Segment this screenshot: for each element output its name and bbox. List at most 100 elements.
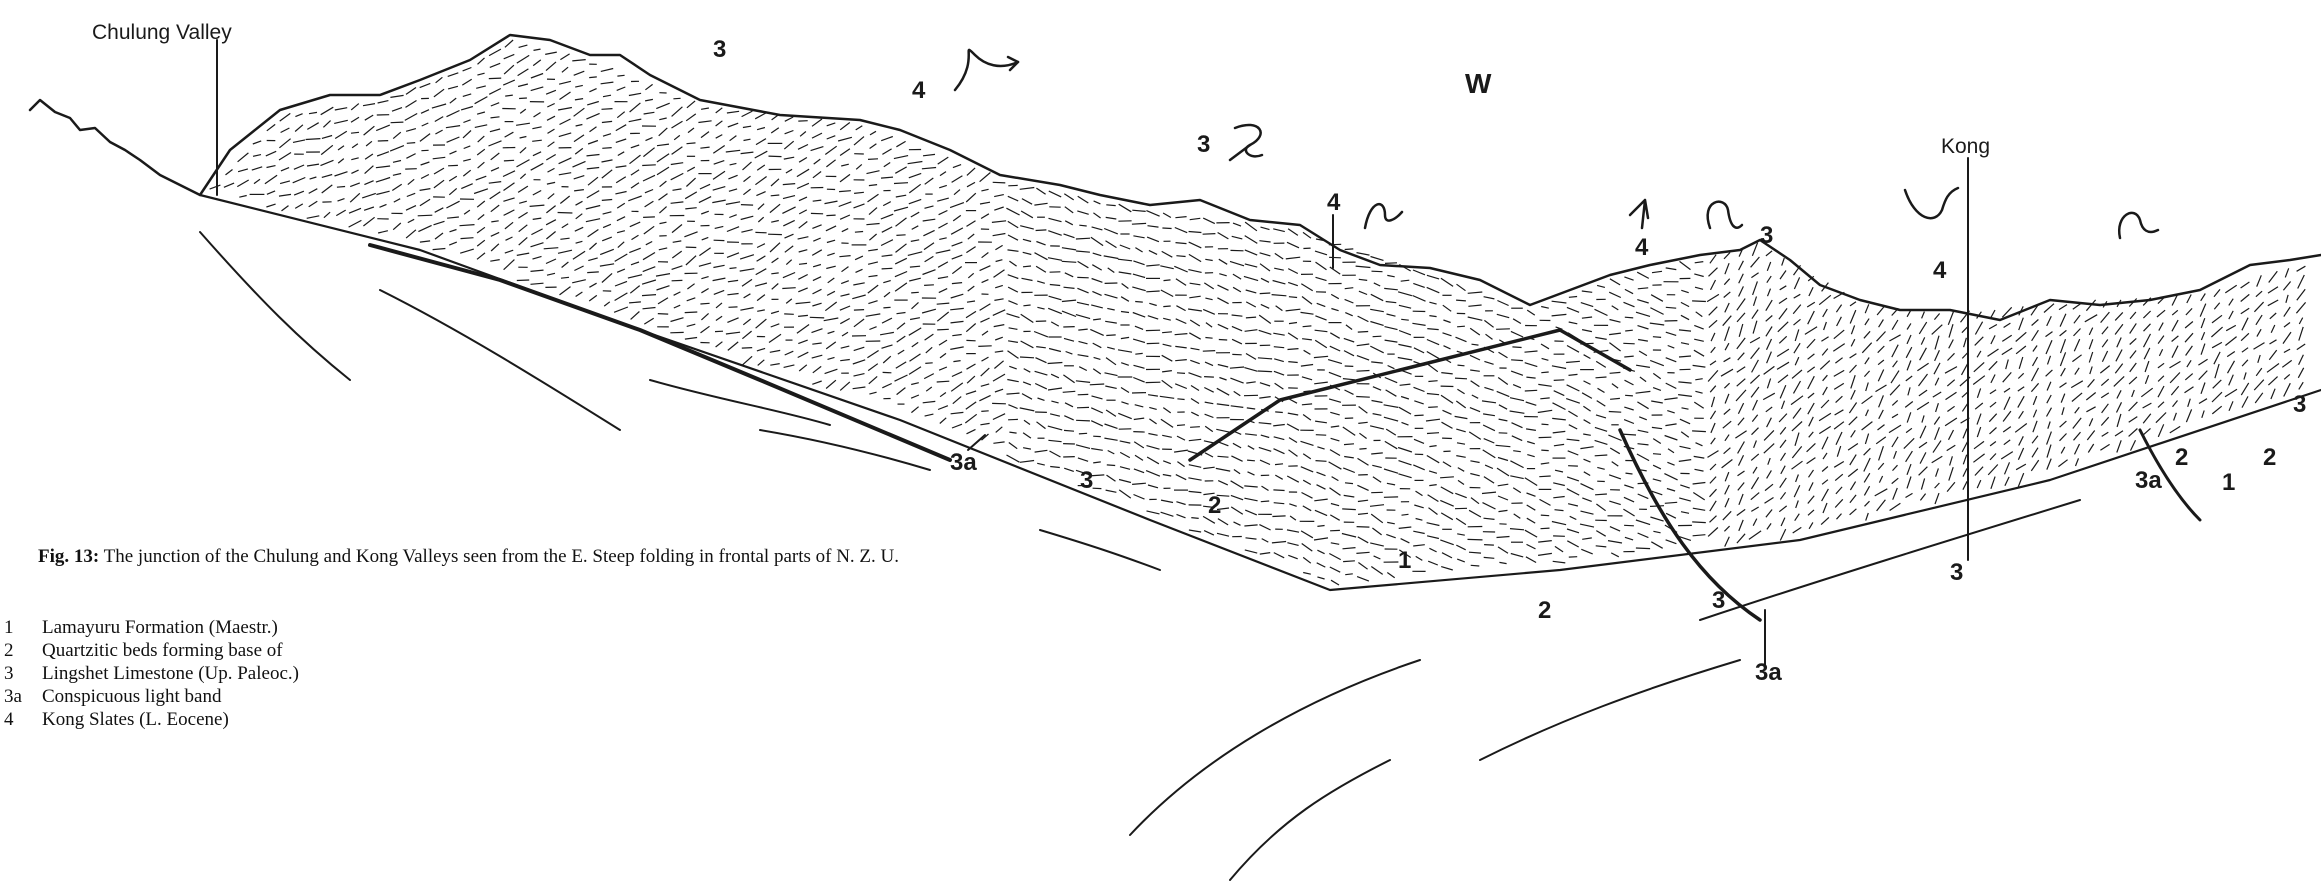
bedding-stroke bbox=[589, 126, 597, 133]
bedding-stroke bbox=[2157, 362, 2165, 369]
bedding-stroke bbox=[1496, 535, 1510, 539]
bedding-stroke bbox=[530, 162, 544, 171]
bedding-stroke bbox=[1288, 361, 1298, 364]
bedding-stroke bbox=[2253, 301, 2265, 313]
bedding-stroke bbox=[1665, 331, 1677, 336]
bedding-stroke bbox=[812, 365, 822, 374]
bedding-stroke bbox=[911, 291, 919, 294]
bedding-stroke bbox=[1973, 440, 1985, 450]
bedding-stroke bbox=[390, 94, 404, 98]
bedding-stroke bbox=[575, 123, 583, 127]
bedding-stroke bbox=[992, 181, 1006, 184]
bedding-stroke bbox=[642, 306, 656, 310]
bedding-stroke bbox=[575, 240, 583, 244]
bedding-stroke bbox=[1724, 326, 1730, 341]
bedding-stroke bbox=[995, 284, 1003, 289]
bedding-stroke bbox=[575, 291, 583, 298]
bedding-stroke bbox=[700, 312, 710, 321]
bedding-stroke bbox=[713, 160, 725, 165]
bedding-stroke bbox=[2241, 396, 2249, 408]
bedding-stroke bbox=[964, 413, 978, 424]
bedding-stroke bbox=[2225, 324, 2237, 332]
bedding-stroke bbox=[1175, 345, 1187, 349]
bedding-stroke bbox=[2254, 392, 2264, 404]
bedding-stroke bbox=[1035, 265, 1047, 273]
bedding-stroke bbox=[1091, 395, 1103, 400]
bedding-stroke bbox=[883, 306, 891, 309]
bedding-stroke bbox=[1191, 411, 1199, 417]
bedding-stroke bbox=[1820, 399, 1830, 409]
bedding-stroke bbox=[1133, 441, 1145, 449]
bedding-stroke bbox=[925, 386, 933, 392]
bedding-stroke bbox=[2101, 339, 2109, 348]
bedding-stroke bbox=[1905, 492, 1913, 499]
legend-key: 3a bbox=[4, 686, 22, 707]
bedding-stroke bbox=[1946, 379, 1956, 387]
bedding-stroke bbox=[2074, 406, 2080, 414]
bedding-stroke bbox=[1737, 454, 1745, 466]
bedding-stroke bbox=[924, 177, 934, 185]
bedding-stroke bbox=[1821, 336, 1829, 342]
bedding-stroke bbox=[1635, 519, 1651, 526]
bedding-stroke bbox=[2017, 386, 2025, 392]
bedding-stroke bbox=[1384, 339, 1398, 343]
bedding-stroke bbox=[1456, 428, 1466, 433]
bedding-stroke bbox=[1664, 397, 1678, 401]
bedding-stroke bbox=[2268, 349, 2278, 361]
bedding-stroke bbox=[966, 246, 976, 254]
bedding-stroke bbox=[939, 352, 947, 359]
bedding-stroke bbox=[1776, 361, 1790, 370]
bedding-stroke bbox=[869, 233, 877, 241]
bedding-stroke bbox=[1415, 490, 1423, 497]
bedding-stroke bbox=[994, 206, 1004, 211]
bedding-stroke bbox=[754, 282, 768, 287]
bedding-stroke bbox=[1428, 406, 1438, 408]
bedding-stroke bbox=[1779, 452, 1787, 462]
bedding-stroke bbox=[225, 169, 233, 176]
bedding-stroke bbox=[740, 215, 754, 221]
bedding-stroke bbox=[2157, 375, 2165, 382]
bedding-stroke bbox=[1795, 474, 1799, 483]
bedding-stroke bbox=[1189, 332, 1201, 340]
bedding-stroke bbox=[1357, 457, 1369, 466]
bedding-stroke bbox=[308, 188, 318, 194]
bedding-stroke bbox=[937, 405, 949, 411]
bedding-stroke bbox=[1077, 260, 1089, 269]
bedding-stroke bbox=[1537, 409, 1553, 414]
bedding-stroke bbox=[853, 309, 865, 311]
bedding-stroke bbox=[1551, 300, 1567, 304]
bedding-stroke bbox=[1343, 350, 1355, 357]
bedding-stroke bbox=[841, 163, 849, 167]
bedding-stroke bbox=[1146, 210, 1160, 217]
bedding-stroke bbox=[519, 135, 527, 139]
bedding-stroke bbox=[1413, 282, 1425, 288]
bedding-stroke bbox=[1343, 494, 1355, 498]
unit-label-2-left: 2 bbox=[1208, 492, 1221, 519]
unit-label-3-right: 3 bbox=[1760, 222, 1773, 249]
bedding-stroke bbox=[1948, 467, 1954, 481]
bedding-stroke bbox=[1076, 419, 1090, 422]
bedding-stroke bbox=[1878, 446, 1884, 461]
bedding-stroke bbox=[586, 153, 600, 157]
bedding-stroke bbox=[1932, 440, 1942, 453]
bedding-stroke bbox=[1428, 380, 1438, 383]
bedding-stroke bbox=[1680, 431, 1690, 438]
bedding-stroke bbox=[1526, 492, 1536, 497]
bedding-stroke bbox=[643, 317, 655, 325]
bedding-stroke bbox=[1582, 537, 1592, 540]
bedding-stroke bbox=[1387, 364, 1395, 370]
bedding-stroke bbox=[1541, 423, 1549, 426]
bedding-stroke bbox=[476, 252, 486, 260]
bedding-stroke bbox=[1932, 391, 1942, 398]
bedding-stroke bbox=[1064, 467, 1074, 472]
bedding-stroke bbox=[602, 94, 612, 98]
bedding-stroke bbox=[868, 274, 878, 278]
bedding-stroke bbox=[1161, 379, 1173, 389]
bedding-stroke bbox=[1205, 297, 1213, 301]
bedding-stroke bbox=[558, 172, 572, 176]
bedding-stroke bbox=[1652, 387, 1662, 391]
bedding-stroke bbox=[726, 226, 740, 233]
bedding-stroke bbox=[1427, 328, 1439, 331]
bedding-stroke bbox=[392, 222, 402, 231]
bedding-stroke bbox=[1722, 510, 1732, 521]
